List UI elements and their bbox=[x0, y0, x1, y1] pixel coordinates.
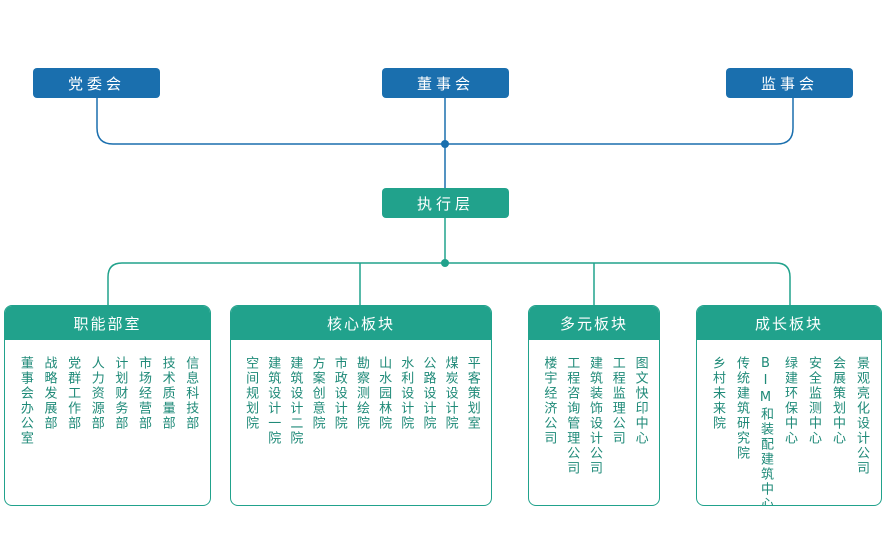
junction-dot-bottom bbox=[441, 259, 449, 267]
org-unit: 会展策划中心 bbox=[830, 356, 845, 446]
group-title: 职能部室 bbox=[5, 306, 210, 340]
org-unit: 信息科技部 bbox=[183, 356, 199, 431]
org-unit: 战略发展部 bbox=[41, 356, 57, 431]
org-unit: 水利设计院 bbox=[398, 356, 414, 431]
org-unit: 市场经营部 bbox=[135, 356, 151, 431]
org-unit: 工程咨询管理公司 bbox=[564, 356, 580, 476]
group-items-1: 空间规划院 建筑设计一院 建筑设计二院 方案创意院 市政设计院 勘察测绘院 山水… bbox=[231, 340, 491, 446]
group-title: 成长板块 bbox=[697, 306, 881, 340]
group-items-3: 乡村未来院 传统建筑研究院 BIM和装配建筑中心 绿建环保中心 安全监测中心 会… bbox=[697, 340, 881, 506]
org-unit: 人力资源部 bbox=[88, 356, 104, 431]
org-unit: 楼宇经济公司 bbox=[541, 356, 557, 446]
org-unit: 绿建环保中心 bbox=[782, 356, 797, 446]
org-unit: 市政设计院 bbox=[331, 356, 347, 431]
org-unit: 景观亮化设计公司 bbox=[854, 356, 869, 476]
org-unit: 勘察测绘院 bbox=[353, 356, 369, 431]
org-unit: 乡村未来院 bbox=[710, 356, 725, 431]
org-unit: 党群工作部 bbox=[65, 356, 81, 431]
org-unit: 公路设计院 bbox=[420, 356, 436, 431]
org-unit: 山水园林院 bbox=[376, 356, 392, 431]
org-unit: BIM和装配建筑中心 bbox=[758, 356, 773, 506]
group-diversified-segment: 多元板块 楼宇经济公司 工程咨询管理公司 建筑装饰设计公司 工程监理公司 图文快… bbox=[528, 305, 660, 506]
group-growth-segment: 成长板块 乡村未来院 传统建筑研究院 BIM和装配建筑中心 绿建环保中心 安全监… bbox=[696, 305, 882, 506]
org-unit: 建筑设计一院 bbox=[265, 356, 281, 446]
party-committee-label: 党委会 bbox=[67, 74, 125, 93]
group-items-0: 董事会办公室 战略发展部 党群工作部 人力资源部 计划财务部 市场经营部 技术质… bbox=[5, 340, 210, 446]
org-unit: 图文快印中心 bbox=[632, 356, 648, 446]
org-unit: 董事会办公室 bbox=[17, 356, 33, 446]
org-unit: 平客策划室 bbox=[464, 356, 480, 431]
junction-dot-top bbox=[441, 140, 449, 148]
org-unit: 安全监测中心 bbox=[806, 356, 821, 446]
supervisory-board-box: 监事会 bbox=[726, 68, 853, 98]
org-unit: 建筑设计二院 bbox=[287, 356, 303, 446]
group-title: 核心板块 bbox=[231, 306, 491, 340]
executive-box: 执行层 bbox=[382, 188, 509, 218]
org-unit: 方案创意院 bbox=[309, 356, 325, 431]
org-unit: 空间规划院 bbox=[243, 356, 259, 431]
group-core-segment: 核心板块 空间规划院 建筑设计一院 建筑设计二院 方案创意院 市政设计院 勘察测… bbox=[230, 305, 492, 506]
supervisory-board-label: 监事会 bbox=[760, 74, 818, 93]
org-unit: 技术质量部 bbox=[159, 356, 175, 431]
org-unit: 建筑装饰设计公司 bbox=[586, 356, 602, 476]
board-of-directors-label: 董事会 bbox=[416, 74, 474, 93]
executive-label: 执行层 bbox=[416, 194, 474, 213]
org-unit: 计划财务部 bbox=[112, 356, 128, 431]
board-of-directors-box: 董事会 bbox=[382, 68, 509, 98]
org-unit: 工程监理公司 bbox=[609, 356, 625, 446]
group-functional-depts: 职能部室 董事会办公室 战略发展部 党群工作部 人力资源部 计划财务部 市场经营… bbox=[4, 305, 211, 506]
org-unit: 煤炭设计院 bbox=[442, 356, 458, 431]
group-title: 多元板块 bbox=[529, 306, 659, 340]
party-committee-box: 党委会 bbox=[33, 68, 160, 98]
org-unit: 传统建筑研究院 bbox=[734, 356, 749, 461]
group-items-2: 楼宇经济公司 工程咨询管理公司 建筑装饰设计公司 工程监理公司 图文快印中心 bbox=[529, 340, 659, 476]
